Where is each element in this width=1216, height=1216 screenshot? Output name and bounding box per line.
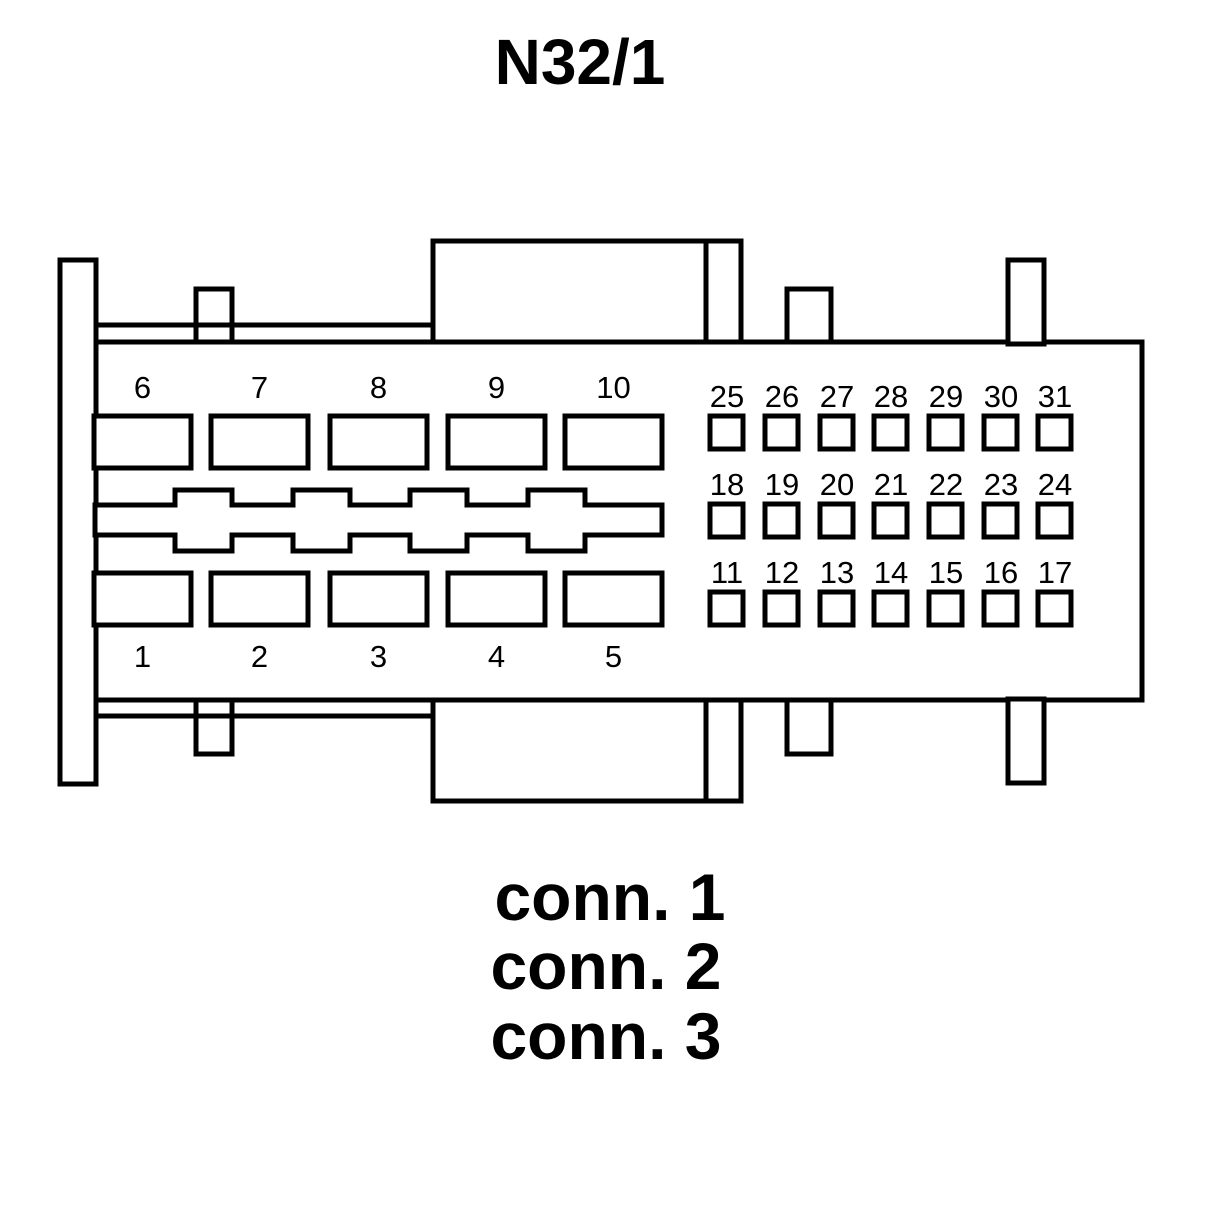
pin-cavity-22	[926, 501, 965, 540]
pin-label-14: 14	[874, 555, 908, 590]
pin-cavity-4	[445, 570, 548, 628]
pin-cavity-13	[817, 589, 856, 628]
pin-cavity-26	[762, 413, 801, 452]
pin-label-27: 27	[820, 379, 854, 414]
pin-label-30: 30	[984, 379, 1018, 414]
pin-label-28: 28	[874, 379, 908, 414]
pin-cavity-16	[981, 589, 1020, 628]
pin-cavity-27	[817, 413, 856, 452]
pin-label-11: 11	[711, 555, 743, 590]
pin-cavity-3	[327, 570, 430, 628]
pin-label-29: 29	[929, 379, 963, 414]
keying-rib	[92, 487, 665, 554]
left-end-post	[57, 257, 99, 787]
bottom-tab-right	[784, 696, 834, 757]
connector-label-2: conn. 2	[490, 929, 721, 1003]
pin-label-3: 3	[370, 639, 387, 674]
pin-cavity-12	[762, 589, 801, 628]
connector-label-3: conn. 3	[490, 999, 721, 1073]
pin-label-31: 31	[1038, 379, 1072, 414]
pin-cavity-19	[762, 501, 801, 540]
pin-label-22: 22	[929, 467, 963, 502]
pin-cavity-15	[926, 589, 965, 628]
pin-cavity-6	[91, 413, 194, 471]
pin-label-19: 19	[765, 467, 799, 502]
pin-label-24: 24	[1038, 467, 1072, 502]
top-tab-left	[193, 286, 235, 347]
pin-cavity-1	[91, 570, 194, 628]
pin-cavity-17	[1035, 589, 1074, 628]
pin-cavity-20	[817, 501, 856, 540]
pin-cavity-11	[707, 589, 746, 628]
pin-cavity-23	[981, 501, 1020, 540]
pin-label-4: 4	[488, 639, 505, 674]
pin-cavity-8	[327, 413, 430, 471]
pin-cavity-25	[707, 413, 746, 452]
pin-cavity-18	[707, 501, 746, 540]
bottom-tab-left	[193, 696, 235, 757]
pin-cavity-29	[926, 413, 965, 452]
pin-label-6: 6	[134, 370, 151, 405]
pin-label-20: 20	[820, 467, 854, 502]
pin-label-17: 17	[1038, 555, 1072, 590]
right-end-post-top	[1005, 257, 1047, 347]
pin-label-13: 13	[820, 555, 854, 590]
pin-cavity-14	[871, 589, 910, 628]
connector-housing	[57, 238, 1145, 804]
small-pin-group: 25 26 27 28 29 30 31 18 19 20 21 22 23 24 11 12 13 14 15 16…	[707, 379, 1074, 628]
pin-label-15: 15	[929, 555, 963, 590]
pin-label-21: 21	[874, 467, 908, 502]
pin-label-10: 10	[596, 370, 630, 405]
pin-cavity-21	[871, 501, 910, 540]
pin-cavity-9	[445, 413, 548, 471]
pin-cavity-5	[562, 570, 665, 628]
connector-label-1: conn. 1	[494, 860, 725, 934]
pin-label-18: 18	[710, 467, 744, 502]
pin-label-1: 1	[134, 639, 151, 674]
pin-label-16: 16	[984, 555, 1018, 590]
top-latch-block	[430, 238, 744, 347]
pin-cavity-28	[871, 413, 910, 452]
top-tab-right	[784, 286, 834, 347]
pin-cavity-10	[562, 413, 665, 471]
pin-label-7: 7	[251, 370, 268, 405]
large-pin-group: 6 7 8 9 10 1 2 3 4 5	[91, 370, 665, 674]
pin-cavity-30	[981, 413, 1020, 452]
diagram-title: N32/1	[495, 26, 666, 98]
pin-cavity-2	[208, 570, 311, 628]
pin-label-9: 9	[488, 370, 505, 405]
bottom-latch-block	[430, 696, 744, 804]
pin-label-12: 12	[765, 555, 799, 590]
pin-cavity-7	[208, 413, 311, 471]
pin-label-2: 2	[251, 639, 268, 674]
pin-label-5: 5	[605, 639, 622, 674]
pin-label-26: 26	[765, 379, 799, 414]
pin-cavity-24	[1035, 501, 1074, 540]
pin-cavity-31	[1035, 413, 1074, 452]
pin-label-8: 8	[370, 370, 387, 405]
pin-label-23: 23	[984, 467, 1018, 502]
right-end-post-bottom	[1005, 696, 1047, 786]
pin-label-25: 25	[710, 379, 744, 414]
